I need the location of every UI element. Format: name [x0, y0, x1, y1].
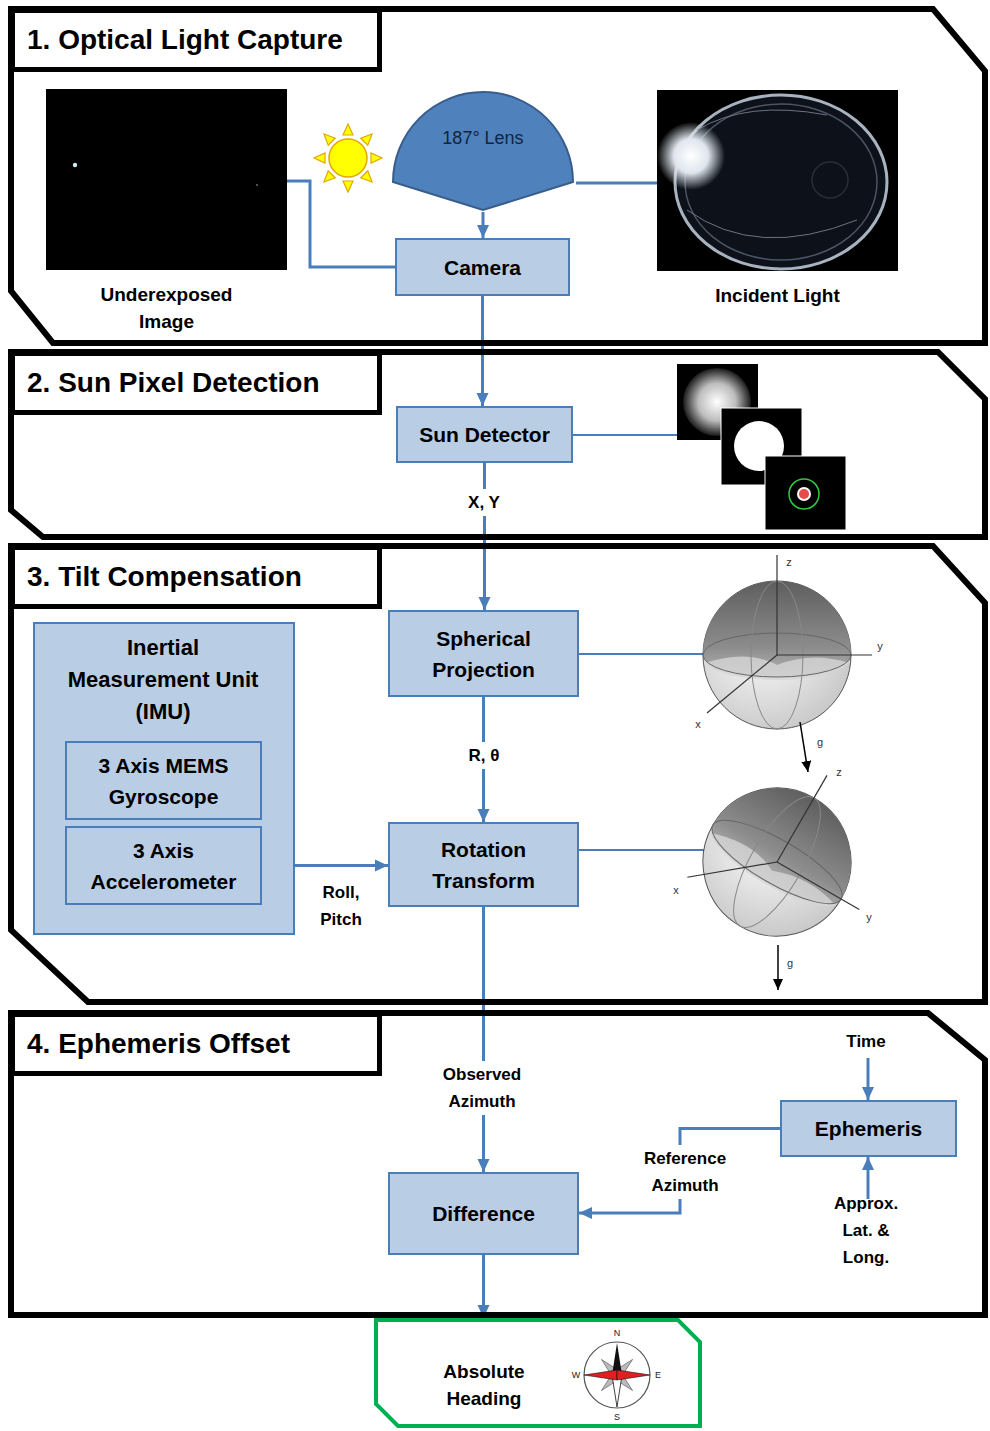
connector-arrow — [287, 181, 395, 267]
leader-line — [579, 849, 706, 851]
edge-label: R, θ — [454, 742, 514, 769]
group-title: Inertial Measurement Unit (IMU) — [58, 632, 268, 728]
edge-label: Observed Azimuth — [430, 1061, 535, 1115]
process-box: Camera — [395, 238, 570, 296]
box-label: Difference — [432, 1198, 535, 1229]
annotation-label: Approx. Lat. & Long. — [818, 1190, 915, 1271]
sensor-box: 3 Axis Accelerometer — [65, 826, 262, 905]
output-outline — [374, 1318, 702, 1428]
section-title: 1. Optical Light Capture — [10, 8, 382, 72]
leader-line — [573, 434, 677, 436]
process-box: Spherical Projection — [388, 610, 579, 697]
annotation-label: E — [652, 1370, 664, 1380]
process-box: Rotation Transform — [388, 822, 579, 907]
photo — [657, 90, 898, 310]
annotation-label: g — [783, 957, 797, 970]
edge-label: Reference Azimuth — [635, 1145, 735, 1199]
annotation-label: Time — [836, 1028, 896, 1055]
lens-shape: 187° Lens — [390, 90, 576, 212]
gravity-arrow — [800, 722, 808, 772]
connector-arrow — [482, 907, 485, 1172]
box-label: 3 Axis MEMS Gyroscope — [75, 750, 252, 812]
annotation-label: z — [782, 556, 796, 569]
photo-frame — [46, 89, 287, 270]
sphere-figure — [703, 555, 872, 729]
process-box: Sun Detector — [396, 406, 573, 463]
lens-label: 187° Lens — [390, 127, 576, 149]
annotation-label: x — [691, 718, 705, 731]
detection-stages — [677, 364, 846, 530]
process-box: Ephemeris — [780, 1100, 957, 1157]
photo-frame — [657, 90, 898, 271]
sun-glare — [657, 122, 725, 190]
sphere-figure — [676, 738, 909, 973]
process-box: Difference — [388, 1172, 579, 1255]
section-band: 1. Optical Light CaptureUnderexposed Ima… — [8, 6, 988, 346]
edge-label: Roll, Pitch — [310, 879, 372, 933]
section-band: 4. Ephemeris OffsetEphemerisDifference — [8, 1010, 988, 1318]
connector-arrow — [482, 1255, 485, 1318]
annotation-label: x — [669, 884, 683, 897]
fisheye-ring — [685, 104, 877, 260]
sun-dot — [73, 163, 77, 167]
image-caption: Incident Light — [678, 282, 878, 309]
noise-dot — [256, 184, 258, 186]
section-title: 2. Sun Pixel Detection — [10, 351, 382, 415]
edge-label: X, Y — [454, 489, 514, 516]
box-label: Ephemeris — [815, 1113, 922, 1144]
section-title: 4. Ephemeris Offset — [10, 1012, 382, 1076]
output-border — [376, 1320, 700, 1426]
image-caption: Underexposed Image — [92, 281, 242, 335]
sensor-box: 3 Axis MEMS Gyroscope — [65, 741, 262, 820]
output-box: Absolute Heading — [374, 1318, 702, 1428]
input-arrow — [867, 1157, 870, 1199]
input-arrow — [867, 1058, 870, 1100]
annotation-label: N — [611, 1328, 623, 1338]
sensor-group-box: Inertial Measurement Unit (IMU) 3 Axis ME… — [33, 622, 295, 935]
image-panel: Underexposed Image — [46, 89, 287, 335]
output-label: Absolute Heading — [424, 1358, 544, 1412]
annotation-label: z — [832, 766, 846, 779]
fisheye-shadow — [812, 162, 848, 198]
box-label: Camera — [444, 252, 521, 283]
compass-rose — [584, 1342, 650, 1408]
band-border — [11, 9, 985, 343]
connector-arrow — [482, 212, 485, 238]
box-label: Spherical Projection — [398, 623, 569, 685]
box-label: Sun Detector — [419, 419, 550, 450]
connector-arrow — [579, 1129, 780, 1214]
image-panel: Incident Light — [657, 90, 898, 310]
band-border — [11, 1013, 985, 1315]
box-label: Rotation Transform — [398, 834, 569, 896]
annotation-label: y — [862, 911, 876, 924]
band-border — [11, 546, 985, 1002]
box-label: 3 Axis Accelerometer — [75, 835, 252, 897]
lens-outline — [390, 90, 576, 212]
annotation-label: S — [611, 1412, 623, 1422]
connector-arrow — [576, 182, 657, 185]
annotation-label: y — [873, 640, 887, 653]
lens-dome — [393, 92, 573, 210]
gravity-arrow — [777, 945, 779, 990]
band-border — [11, 352, 985, 537]
annotation-label: W — [570, 1370, 582, 1380]
sun-icon — [314, 124, 382, 192]
annotation-label: g — [813, 736, 827, 749]
section-title: 3. Tilt Compensation — [10, 545, 382, 609]
leader-line — [579, 653, 703, 655]
